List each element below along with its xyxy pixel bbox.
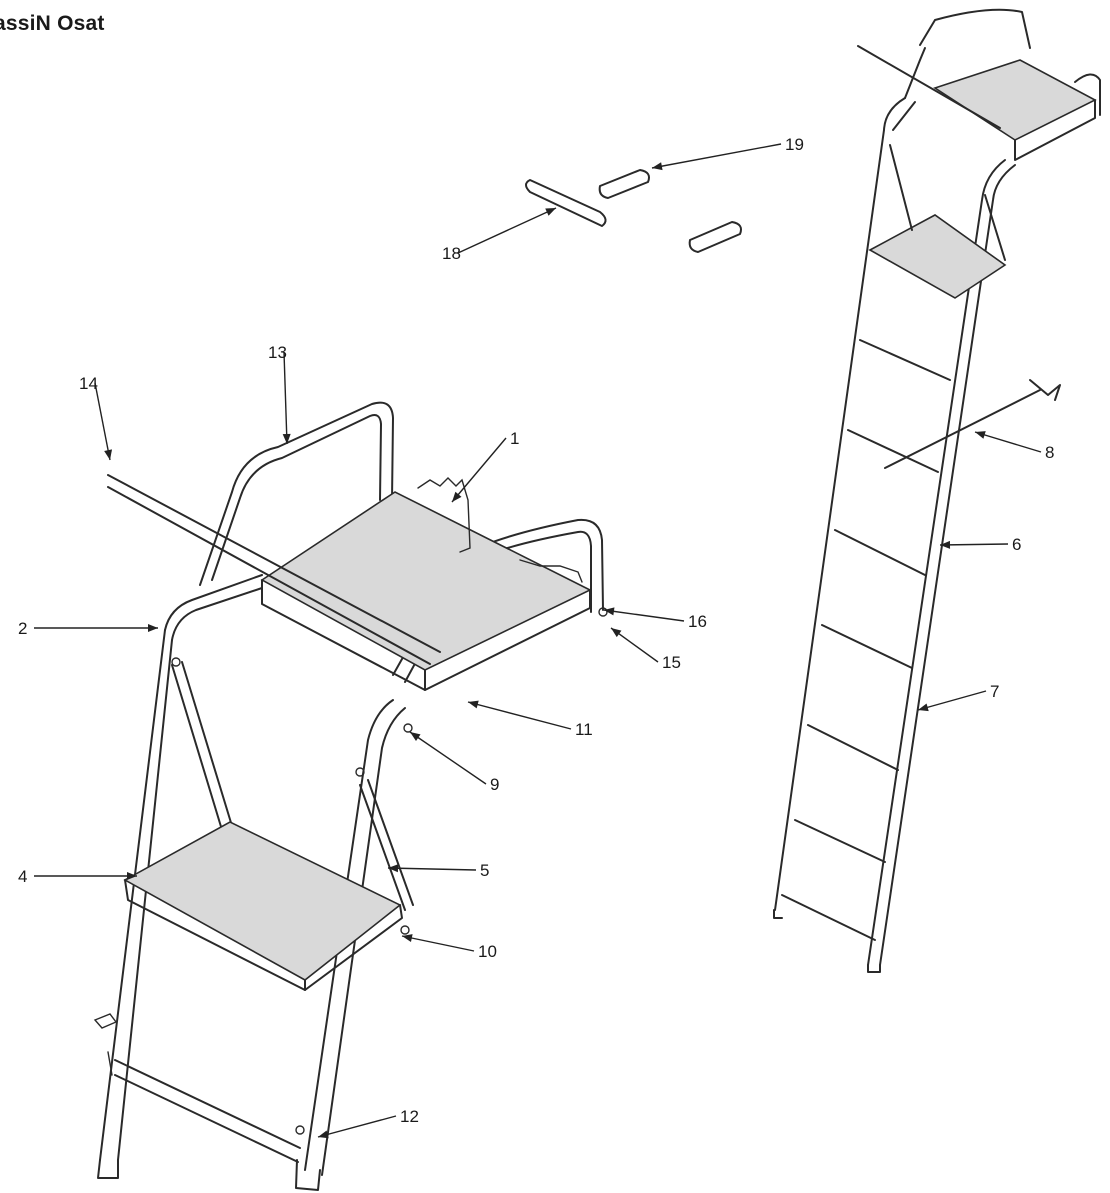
callout-arrowhead [545, 208, 556, 216]
callout-leader-line [457, 207, 557, 254]
callout-arrowhead [104, 449, 113, 460]
callout-5: 5 [387, 861, 489, 880]
callout-number: 12 [400, 1107, 419, 1126]
assembled-stand [773, 8, 1101, 973]
callout-arrowhead [282, 433, 291, 444]
callout-number: 19 [785, 135, 804, 154]
callout-leader-line [451, 437, 507, 503]
callout-14: 14 [79, 374, 113, 461]
callout-number: 7 [990, 682, 999, 701]
callout-leader-line [387, 867, 477, 871]
callout-arrowhead [388, 864, 399, 873]
callout-16: 16 [603, 607, 707, 631]
stand-assembly [93, 401, 608, 1191]
callout-arrowhead [148, 624, 158, 632]
callout-number: 14 [79, 374, 98, 393]
callout-arrowhead [127, 872, 137, 880]
callout-2: 2 [18, 619, 158, 638]
callout-number: 2 [18, 619, 27, 638]
callout-leader-line [974, 431, 1042, 453]
loose-parts [525, 169, 742, 253]
callout-15: 15 [610, 627, 681, 672]
callout-leader-line [283, 351, 288, 445]
callout-number: 4 [18, 867, 27, 886]
callout-18: 18 [442, 207, 557, 263]
callout-number: 6 [1012, 535, 1021, 554]
diagram-title: assiN Osat [0, 12, 105, 35]
callout-number: 1 [510, 429, 519, 448]
callout-arrowhead [402, 934, 413, 942]
callout-arrowhead [452, 491, 462, 502]
callout-19: 19 [651, 135, 804, 171]
callout-number: 16 [688, 612, 707, 631]
callout-1: 1 [451, 429, 519, 503]
callout-number: 5 [480, 861, 489, 880]
callout-number: 13 [268, 343, 287, 362]
callout-leader-line [94, 382, 111, 461]
callout-arrowhead [410, 732, 421, 741]
callout-leader-line [651, 143, 782, 169]
callout-arrowhead [940, 540, 951, 549]
callout-arrowhead [611, 628, 622, 638]
callout-leader-line [467, 701, 572, 730]
callout-9: 9 [409, 731, 499, 794]
callout-number: 11 [575, 720, 593, 739]
callout-arrowhead [918, 703, 929, 712]
callout-leader-line [917, 690, 987, 711]
callout-leader-line [317, 1115, 397, 1138]
callout-arrowhead [318, 1130, 329, 1139]
callout-number: 18 [442, 244, 461, 263]
callout-12: 12 [317, 1107, 419, 1139]
callout-13: 13 [268, 343, 291, 445]
callout-11: 11 [467, 700, 593, 739]
callout-arrowhead [604, 607, 615, 616]
callout-arrowhead [468, 700, 479, 709]
callout-leader-line [939, 543, 1009, 546]
callout-number: 15 [662, 653, 681, 672]
callout-7: 7 [917, 682, 999, 712]
callout-number: 8 [1045, 443, 1054, 462]
callout-number: 10 [478, 942, 497, 961]
callout-8: 8 [974, 431, 1054, 462]
callout-leader-line [409, 731, 487, 785]
callout-4: 4 [18, 867, 137, 886]
callout-arrowhead [652, 162, 663, 171]
callout-number: 9 [490, 775, 499, 794]
callout-arrowhead [975, 431, 986, 439]
callout-10: 10 [401, 934, 497, 961]
callout-6: 6 [939, 535, 1021, 554]
callout-leader-line [603, 609, 685, 622]
callout-leader-line [401, 935, 475, 952]
